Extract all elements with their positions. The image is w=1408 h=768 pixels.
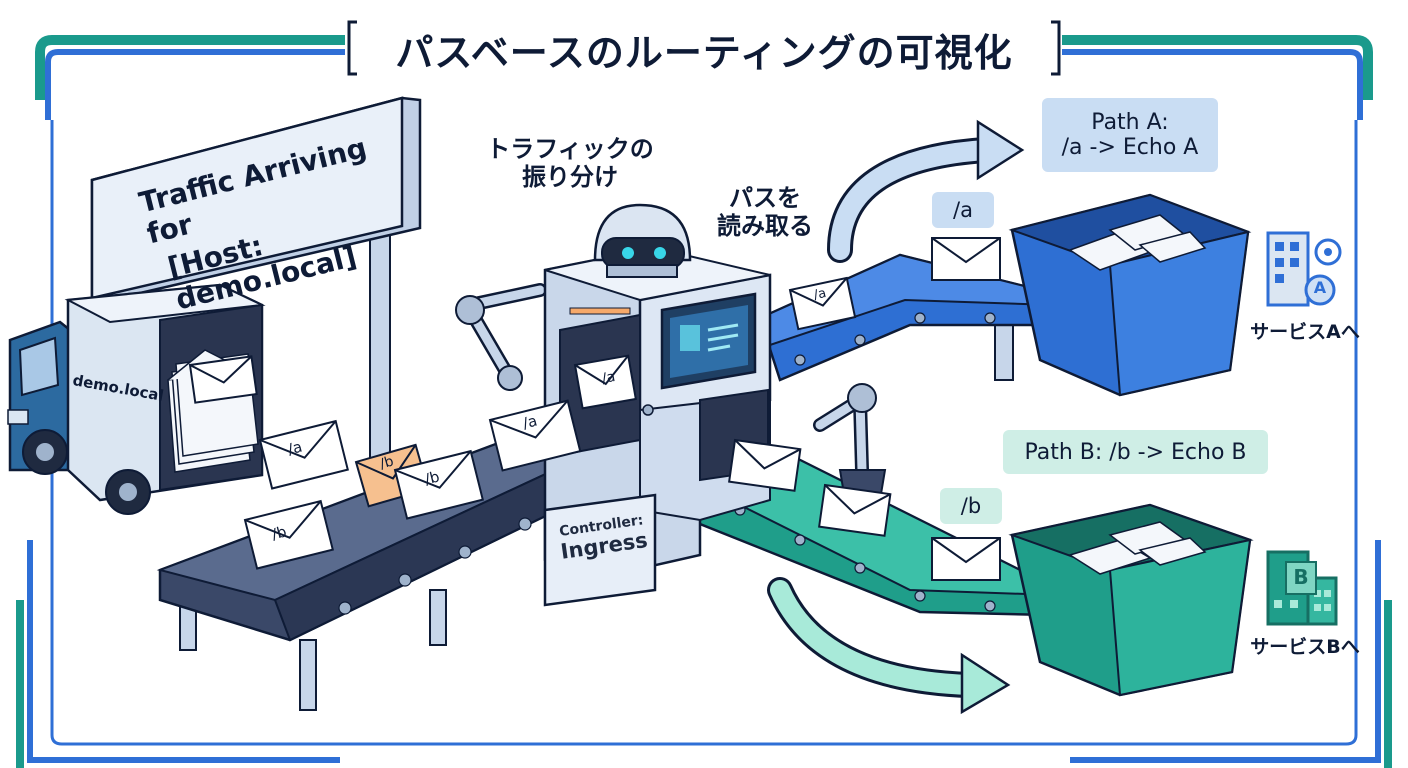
read-path-label-line-1: パスを	[729, 184, 801, 212]
envelope-a	[488, 399, 582, 472]
delivery-truck	[7, 283, 266, 515]
path-a-line-2: /a -> Echo A	[1061, 135, 1199, 160]
path-b-label: Path B: /b -> Echo B	[1003, 430, 1268, 474]
route-a-tag: /a	[932, 192, 994, 228]
flow-arrows	[767, 119, 1025, 715]
sorting-label-line-1: トラフィックの	[486, 135, 654, 163]
sorting-label: トラフィックの 振り分け	[465, 135, 675, 191]
envelope-a	[258, 419, 349, 490]
read-path-label-line-2: 読み取る	[717, 211, 813, 240]
envelope-a	[788, 276, 857, 331]
bin-a	[1008, 193, 1252, 397]
route-b-tag: /b	[940, 488, 1002, 524]
path-a-line-1: Path A:	[1091, 110, 1169, 135]
frame	[16, 20, 1392, 768]
envelope-a	[188, 355, 258, 404]
path-a-label: Path A: /a -> Echo A	[1042, 98, 1218, 172]
envelope-route-a	[931, 237, 1001, 281]
envelope-sorting	[728, 438, 802, 492]
ingress-robot	[455, 203, 887, 607]
envelopes	[188, 237, 1001, 581]
service-a-building-icon	[1266, 231, 1342, 307]
sorting-label-line-2: 振り分け	[522, 162, 618, 191]
envelope-b	[393, 449, 484, 520]
page-title: パスベースのルーティングの可視化	[395, 31, 1013, 75]
envelope-b	[243, 499, 334, 570]
envelope-a	[573, 354, 637, 410]
service-b-building-icon	[1266, 550, 1338, 626]
bin-b	[1008, 503, 1254, 697]
service-a-badge: A	[1313, 278, 1327, 297]
service-b-badge: B	[1293, 565, 1309, 589]
envelope-b	[818, 483, 892, 537]
service-a-label: サービスAへ	[1250, 321, 1360, 343]
envelope-route-b	[931, 537, 1001, 581]
read-path-label: パスを 読み取る	[700, 184, 830, 240]
envelope-label-a: /a	[600, 368, 617, 388]
service-b-label: サービスBへ	[1250, 636, 1360, 658]
